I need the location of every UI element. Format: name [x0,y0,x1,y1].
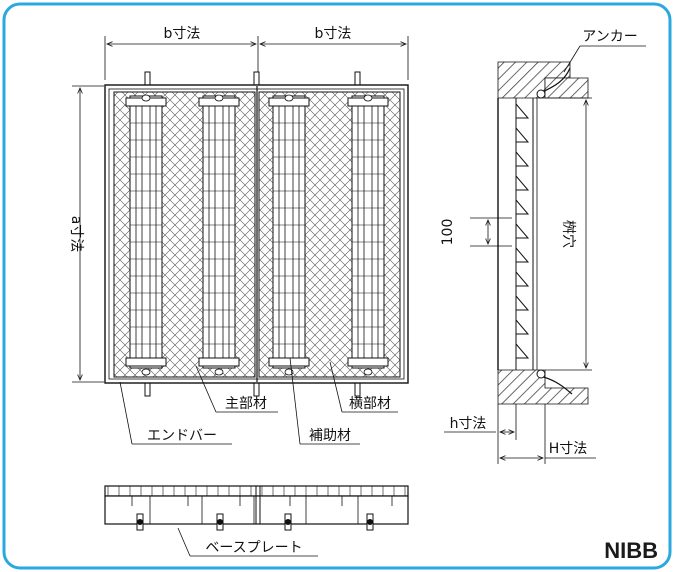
b-dimension-label-left: b寸法 [164,26,201,42]
grating-strips [125,86,389,382]
grating-strip [347,94,389,376]
cross-member-label: 横部材 [349,396,391,412]
base-plate-label: ベースプレート [205,540,302,556]
pitch-dimension-label: 100 [440,219,456,246]
elevation-view: ベースプレート [104,485,409,557]
H-dimension-label: H寸法 [549,441,588,457]
plan-view: b寸法 b寸法 a寸法 [68,26,409,397]
elevation-details [107,486,406,531]
grating-strip [268,94,310,376]
end-bar-label: エンドバー [147,428,217,444]
pit-hole-label: 桝穴 [560,220,576,248]
grating-strip [125,94,167,376]
a-dimension-label: a寸法 [68,216,84,253]
b-dimension-label-right: b寸法 [315,26,352,42]
anchor-label: アンカー [582,29,637,45]
h-dimension-label: h寸法 [450,416,487,432]
grating-strip [198,94,240,376]
section-teeth [515,102,530,359]
section-view: アンカー 桝穴 100 h寸法 H寸法 [440,29,646,464]
aux-member-label: 補助材 [309,428,351,444]
main-member-label: 主部材 [225,396,267,412]
plan-callouts: 主部材 横部材 エンドバー 補助材 [119,357,398,445]
brand-logo: NIBB [604,538,658,563]
